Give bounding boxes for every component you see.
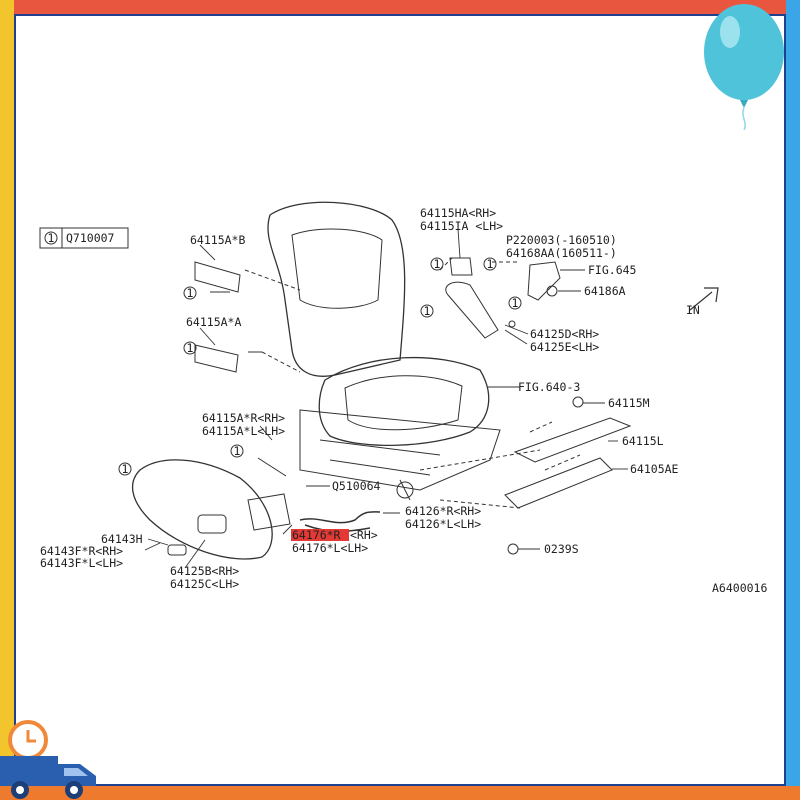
- label-0239S: 0239S: [544, 542, 579, 556]
- label-64115AR: 64115A*R<RH>: [202, 411, 285, 425]
- label-64176L: 64176*L<LH>: [292, 541, 368, 555]
- balloon-icon: [704, 4, 784, 130]
- nut-64186A: [546, 285, 558, 297]
- cap-64143H: [167, 544, 187, 556]
- callout-1: 1: [187, 286, 194, 300]
- label-64125B: 64125B<RH>: [170, 564, 239, 578]
- wire-harness: [299, 511, 381, 524]
- label-fig645: FIG.645: [588, 263, 636, 277]
- highlight-64176R: [291, 529, 349, 541]
- label-64186A: 64186A: [584, 284, 626, 298]
- label-64143H: 64143H: [101, 532, 143, 546]
- side-cover: [131, 459, 273, 560]
- ref-box-code: Q710007: [66, 231, 115, 245]
- rail-cover-64115L: [513, 417, 632, 463]
- seat-frame: [299, 409, 501, 491]
- callout-1: 1: [487, 257, 494, 271]
- label-64115AL: 64115A*L<LH>: [202, 424, 285, 438]
- belt-anchor-bracket: [445, 281, 499, 339]
- delivery-truck-icon: [0, 720, 96, 799]
- seat-rails: [319, 439, 441, 501]
- rail-cover-64105AE: [504, 457, 613, 509]
- callout-1: 1: [122, 462, 129, 476]
- label-64126L: 64126*L<LH>: [405, 517, 481, 531]
- callout-1: 1: [234, 444, 241, 458]
- label-64143FR: 64143F*R<RH>: [40, 544, 123, 558]
- frame-bolt: [396, 481, 414, 499]
- label-64125E: 64125E<LH>: [530, 340, 599, 354]
- belt-buckle: [527, 261, 561, 301]
- frame-bottom-border: [0, 786, 800, 800]
- nut-0239S: [507, 543, 519, 555]
- frame-left-border: [0, 0, 14, 800]
- label-in: IN: [686, 303, 700, 317]
- diagram-canvas: 1 Q710007 64115HA<RH> 64115IA <LH> P2200…: [18, 18, 782, 782]
- label-64125D: 64125D<RH>: [530, 327, 599, 341]
- callout-1: 1: [424, 304, 431, 318]
- seat-backrest: [267, 201, 406, 377]
- label-64125C: 64125C<LH>: [170, 577, 239, 591]
- anchor-cover: [449, 257, 473, 276]
- callout-1: 1: [434, 257, 441, 271]
- figure-code: A6400016: [712, 581, 767, 595]
- label-64115AB: 64115A*B: [190, 233, 245, 247]
- seat-parts-diagram: 1 Q710007 64115HA<RH> 64115IA <LH> P2200…: [39, 201, 767, 595]
- label-64115IA: 64115IA <LH>: [420, 219, 503, 233]
- label-Q510064: Q510064: [332, 479, 381, 493]
- callout-1: 1: [187, 341, 194, 355]
- label-64115HA: 64115HA<RH>: [420, 206, 496, 220]
- inner-frame-rule: [14, 14, 786, 786]
- in-direction-arrow: [689, 287, 719, 311]
- label-64143FL: 64143F*L<LH>: [40, 556, 123, 570]
- bolt-shaft: [257, 457, 287, 477]
- switch-unit: [247, 493, 291, 531]
- washer: [508, 320, 516, 328]
- ref-box: [39, 227, 129, 249]
- callout-1: 1: [512, 296, 519, 310]
- label-fig640: FIG.640-3: [518, 380, 580, 394]
- label-64168AA: 64168AA(160511-): [506, 246, 617, 260]
- label-64176R-part: 64176*R: [292, 528, 341, 542]
- seat-cushion: [318, 356, 490, 447]
- ref-box-number: 1: [48, 231, 55, 245]
- ref-circle-icon: [44, 231, 58, 245]
- label-64115L: 64115L: [622, 434, 664, 448]
- frame-right-border: [786, 0, 800, 800]
- label-64115AA: 64115A*A: [186, 315, 241, 329]
- label-64105AE: 64105AE: [630, 462, 679, 476]
- switch-knob: [197, 514, 227, 534]
- frame-top-border: [0, 0, 800, 14]
- label-64176R-side: <RH>: [350, 528, 378, 542]
- bracket-64115AB: [194, 261, 241, 293]
- label-64126R: 64126*R<RH>: [405, 504, 481, 518]
- backrest-panel: [291, 228, 383, 309]
- label-64115M: 64115M: [608, 396, 650, 410]
- label-P220003: P220003(-160510): [506, 233, 617, 247]
- cushion-panel: [344, 375, 463, 431]
- clip-64115M: [572, 396, 584, 408]
- bracket-64115AA: [194, 344, 239, 373]
